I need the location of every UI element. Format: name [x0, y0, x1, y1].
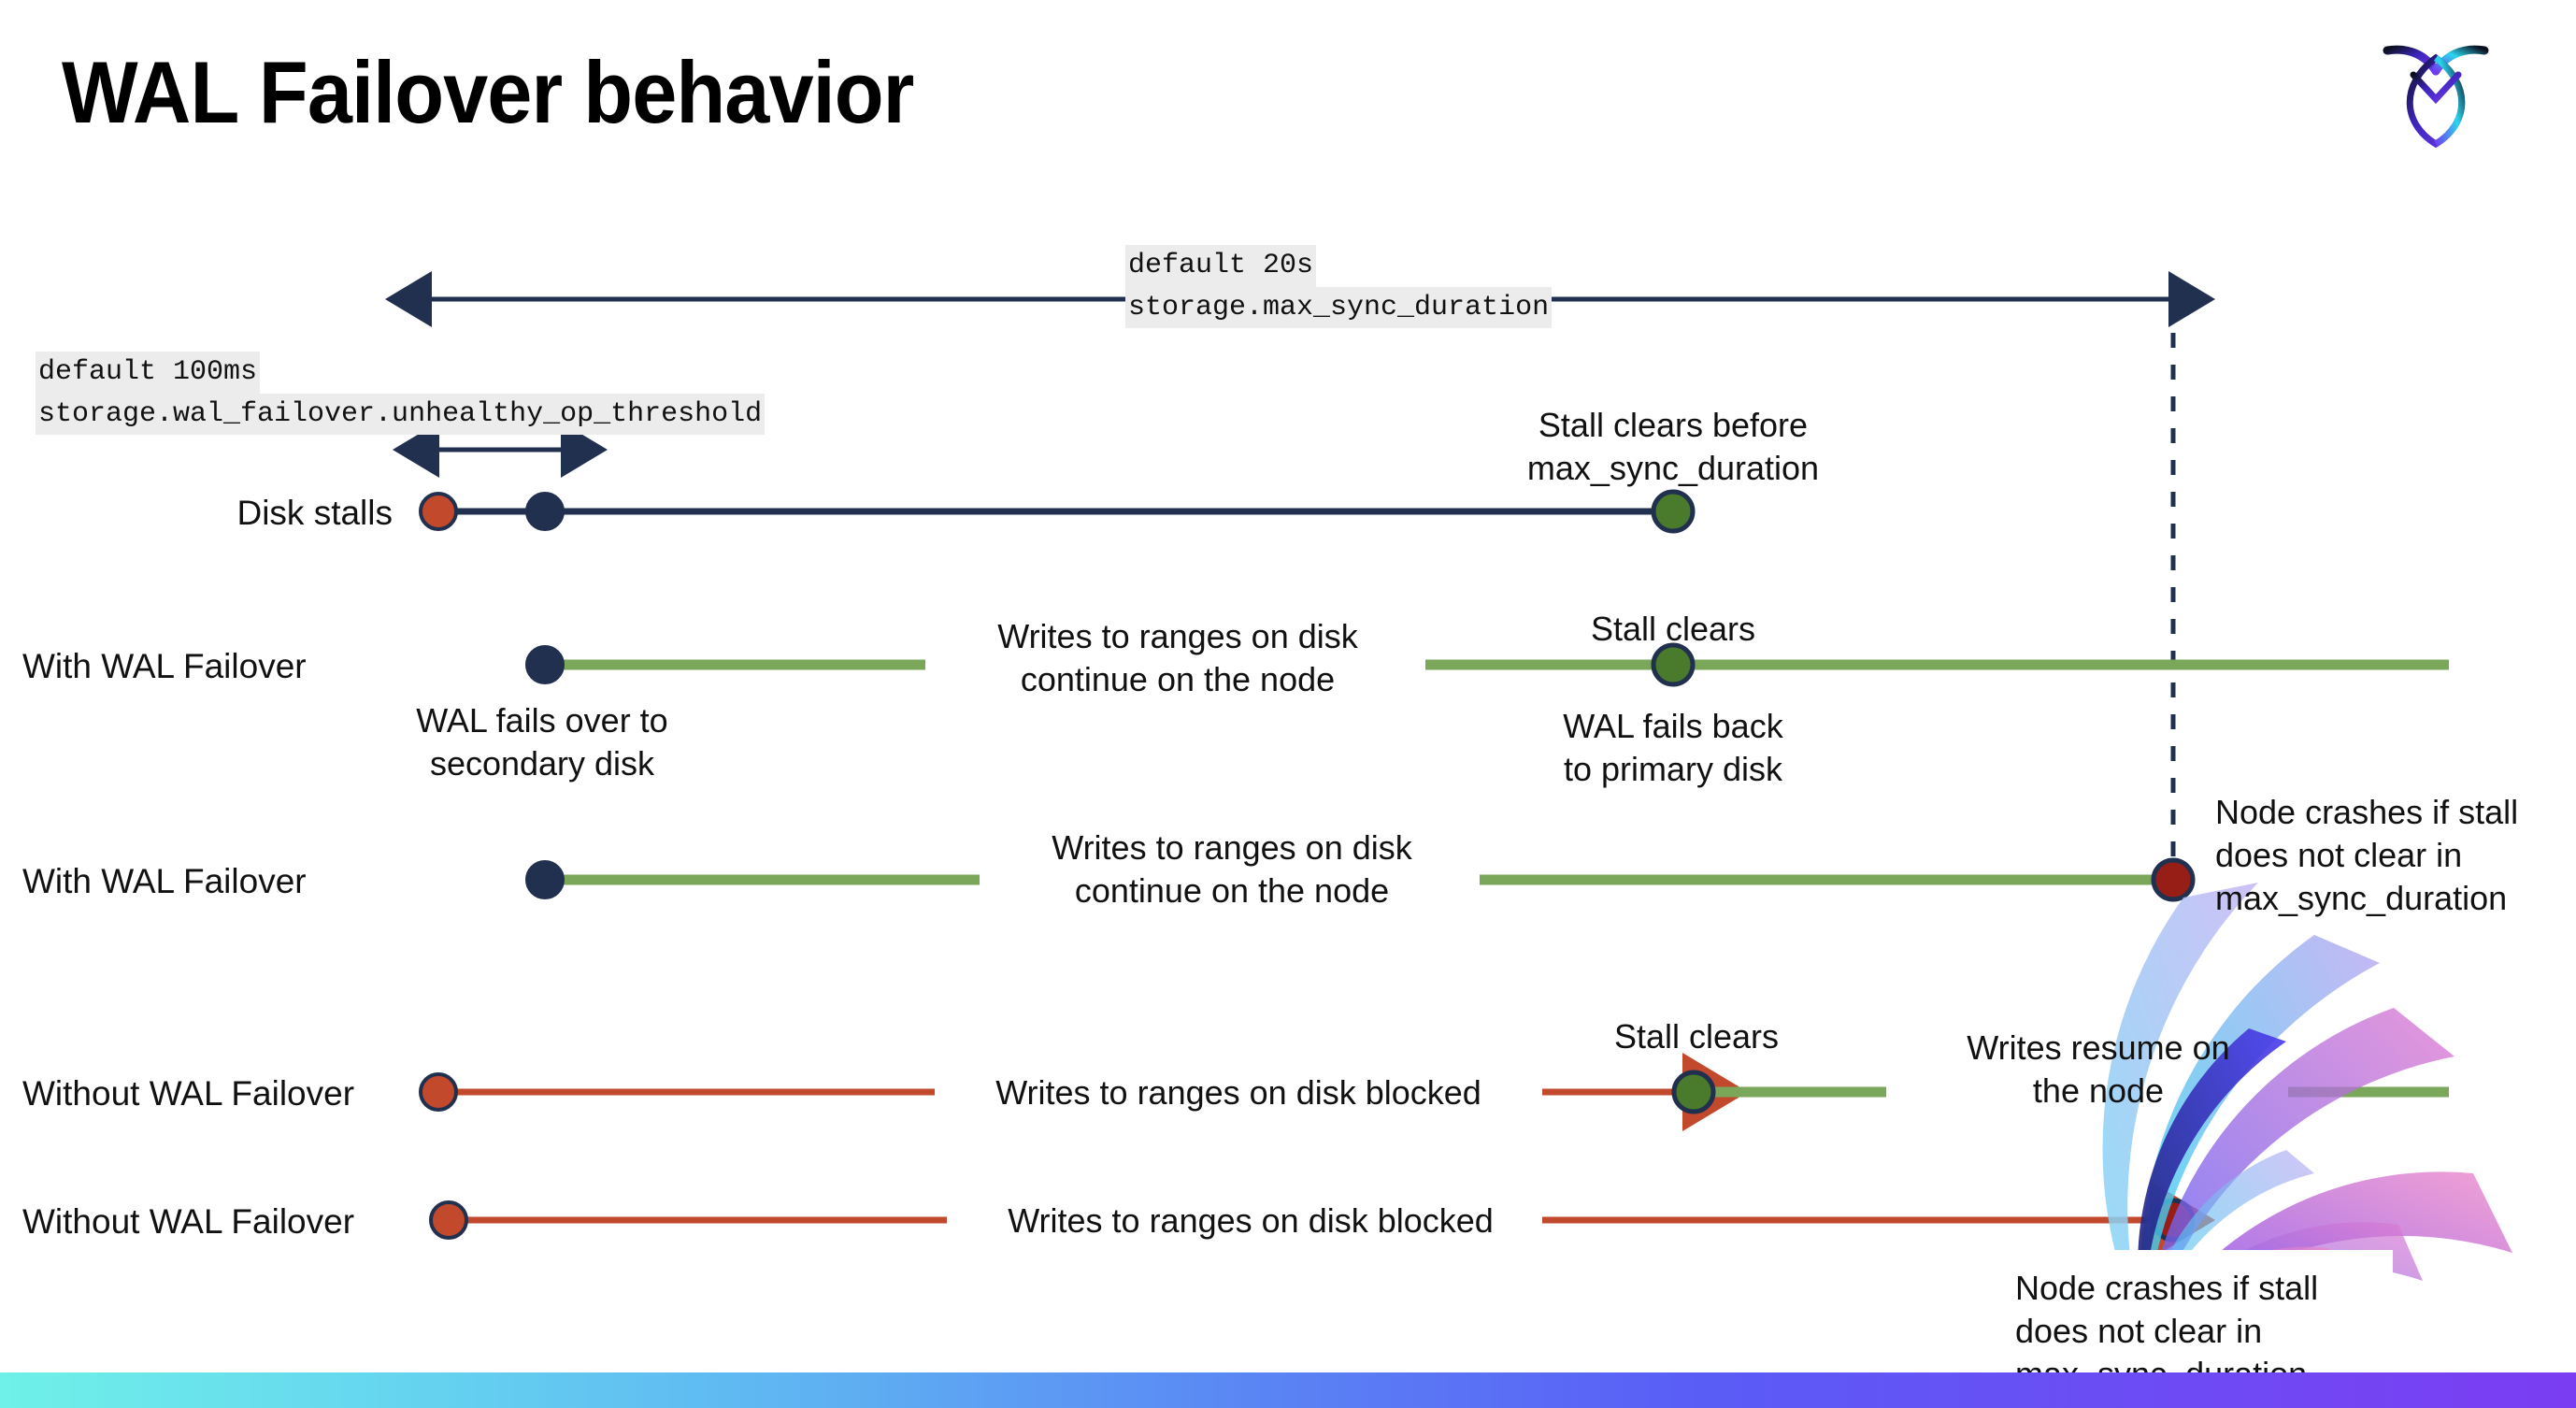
max-sync-default-label: default 20s	[1125, 245, 1317, 287]
note-node-crashes-row3: Node crashes if stall does not clear in …	[2215, 793, 2519, 918]
row-label-with-wal-failover-1: With WAL Failover	[22, 647, 307, 685]
note-writes-blocked-row5: Writes to ranges on disk blocked	[1008, 1201, 1494, 1240]
row-label-without-wal-failover-1: Without WAL Failover	[22, 1074, 355, 1113]
row-disk-stalls-track	[419, 489, 1696, 534]
bottom-gradient-band	[0, 1372, 2576, 1408]
row-label-with-wal-failover-2: With WAL Failover	[22, 862, 307, 900]
row-label-disk-stalls: Disk stalls	[236, 494, 393, 532]
note-wal-fails-back: WAL fails back to primary disk	[1563, 707, 1783, 789]
unhealthy-op-default-label: default 100ms	[36, 352, 261, 394]
note-stall-clears-row4: Stall clears	[1613, 1017, 1780, 1056]
max-sync-duration-annotation: default 20s storage.max_sync_duration	[1125, 245, 1553, 329]
cockroachdb-logo	[2382, 30, 2490, 149]
note-writes-blocked-row4: Writes to ranges on disk blocked	[995, 1073, 1481, 1112]
note-wal-fails-over: WAL fails over to secondary disk	[416, 701, 668, 783]
unhealthy-op-threshold-annotation: default 100ms storage.wal_failover.unhea…	[36, 352, 766, 436]
unhealthy-op-setting-label: storage.wal_failover.unhealthy_op_thresh…	[36, 393, 766, 436]
note-stall-clears-row2: Stall clears	[1590, 610, 1756, 648]
note-writes-resume-row4: Writes resume on the node	[1967, 1028, 2230, 1111]
note-writes-continue-row2: Writes to ranges on disk continue on the…	[997, 617, 1358, 699]
page-title: WAL Failover behavior	[62, 43, 914, 141]
note-stall-clears-before-max-sync: Stall clears before max_sync_duration	[1526, 406, 1820, 488]
note-writes-continue-row3: Writes to ranges on disk continue on the…	[1052, 828, 1412, 911]
row-with-wal-failover-survives-track	[525, 642, 2449, 687]
row-label-without-wal-failover-2: Without WAL Failover	[22, 1202, 355, 1241]
max-sync-setting-label: storage.max_sync_duration	[1125, 286, 1553, 329]
